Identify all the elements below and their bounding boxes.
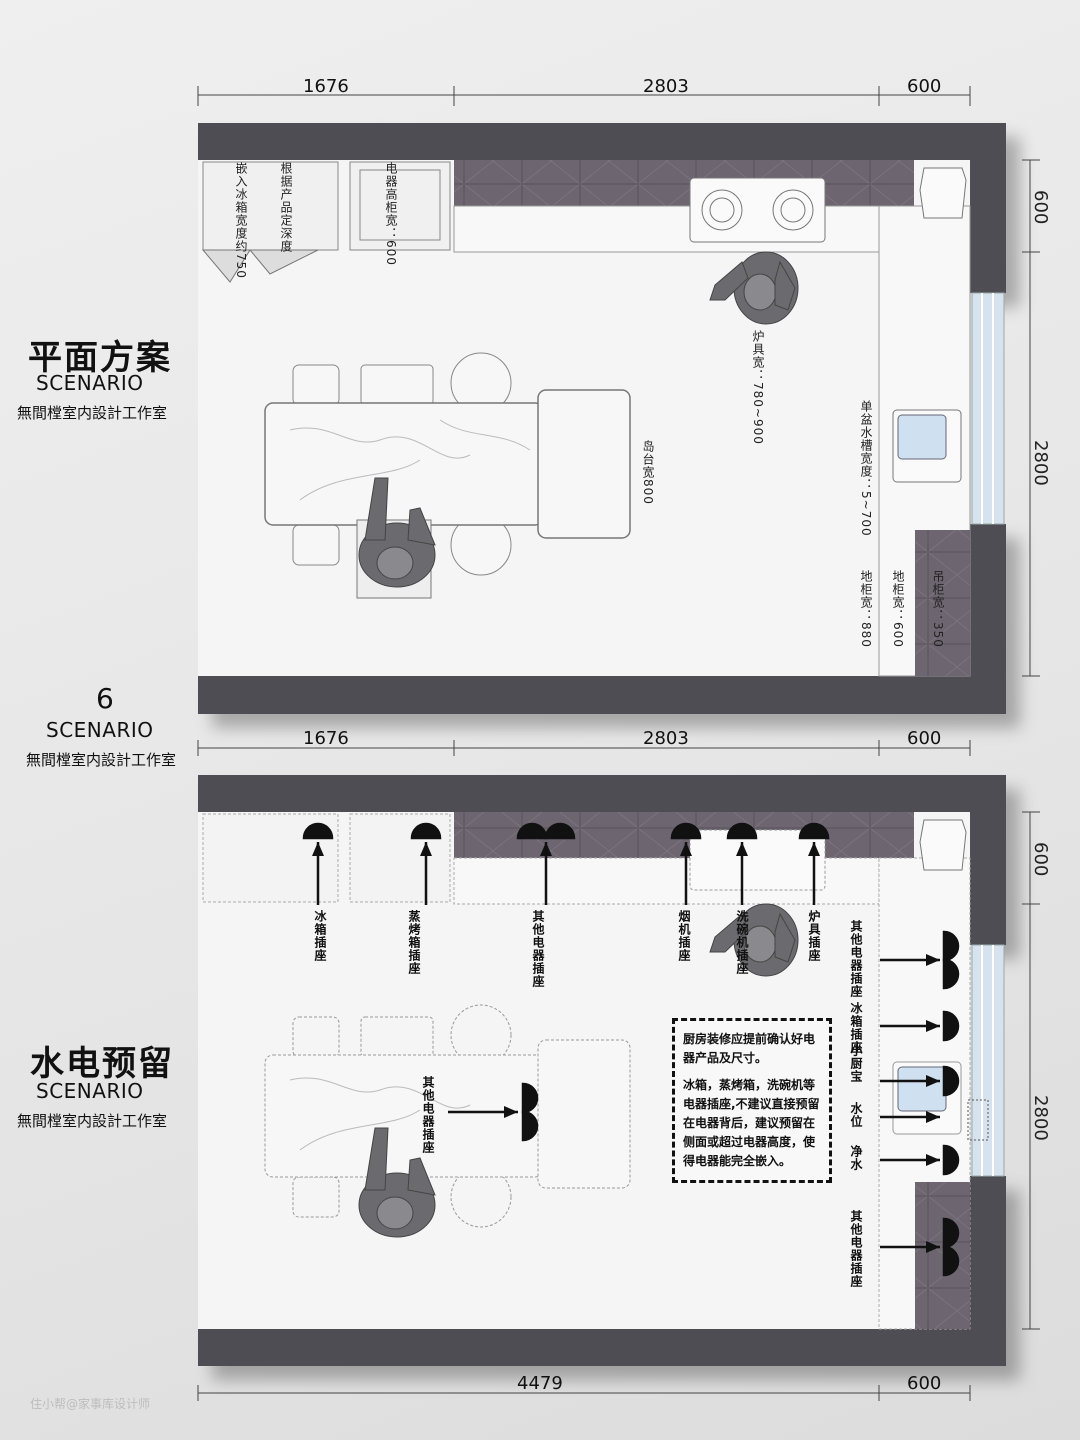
socket-label-purifier: 净水 xyxy=(849,1145,863,1171)
label-sink: 单盆水槽宽度：5~700 xyxy=(859,400,873,537)
socket-bottom-other xyxy=(880,1217,960,1277)
dim-bottom-4479: 4479 xyxy=(517,1373,563,1394)
socket-label-water: 水位 xyxy=(849,1102,863,1128)
socket-purifier xyxy=(880,1144,960,1176)
dim-bottom-right-600: 600 xyxy=(1030,842,1051,877)
dim-top-2803: 2803 xyxy=(643,76,689,97)
socket-label-fridge: 冰箱插座 xyxy=(313,910,327,962)
dim-right-600: 600 xyxy=(1030,190,1051,225)
label-floor-cab: 地柜宽：600 xyxy=(891,570,905,648)
label-tall-cabinet: 电器高柜宽：600 xyxy=(384,162,398,266)
utility-subtitle: SCENARIO xyxy=(36,1079,144,1103)
socket-label-stove: 炉具插座 xyxy=(807,910,821,962)
socket-label-other-1: 其他电器插座 xyxy=(531,910,545,988)
bottom-plan xyxy=(197,775,1040,1401)
label-island: 岛台宽800 xyxy=(641,440,655,505)
label-fridge-note: 根据产品定深度 xyxy=(279,162,293,253)
plan-subtitle: SCENARIO xyxy=(36,371,144,395)
dim-bottom-right-2800: 2800 xyxy=(1030,1095,1051,1141)
socket-label-dishwasher: 洗碗机插座 xyxy=(735,910,749,975)
dim-top-600: 600 xyxy=(907,76,942,97)
socket-label-right-other: 其他电器插座 xyxy=(849,920,863,998)
plan-studio: 無間樘室内設計工作室 xyxy=(17,404,168,422)
socket-other-1 xyxy=(516,822,576,905)
socket-label-bottom-other: 其他电器插座 xyxy=(849,1210,863,1288)
middle-studio: 無間樘室内設計工作室 xyxy=(26,751,177,769)
utility-studio: 無間樘室内設計工作室 xyxy=(17,1112,168,1130)
label-floor-cab-2: 地柜宽：880 xyxy=(859,570,873,648)
dim-bottom-600: 600 xyxy=(907,1373,942,1394)
dim-mid-2803: 2803 xyxy=(643,728,689,749)
socket-label-kitchen-treasure: 小厨宝 xyxy=(849,1044,863,1083)
middle-subtitle: SCENARIO xyxy=(46,718,154,742)
note-text-2: 冰箱，蒸烤箱，洗碗机等电器插座,不建议直接预留在电器背后，建议预留在侧面或超过电… xyxy=(683,1078,820,1168)
dim-top-1676: 1676 xyxy=(303,76,349,97)
dim-right-2800: 2800 xyxy=(1030,440,1051,486)
label-upper-cab: 吊柜宽：350 xyxy=(931,570,945,648)
plan-title: 平面方案 xyxy=(28,338,172,378)
dim-mid-600: 600 xyxy=(907,728,942,749)
middle-dim-line xyxy=(197,740,971,756)
label-fridge: 嵌入冰箱宽度约750 xyxy=(234,162,248,279)
socket-label-right-fridge: 冰箱插座 xyxy=(849,1002,863,1054)
scenario-number: 6 xyxy=(96,682,114,715)
watermark: 住小帮@家事库设计师 xyxy=(30,1397,151,1411)
socket-label-island: 其他电器插座 xyxy=(421,1076,435,1154)
dim-mid-1676: 1676 xyxy=(303,728,349,749)
socket-right-fridge xyxy=(880,1010,960,1042)
utility-title: 水电预留 xyxy=(30,1044,174,1084)
socket-label-hood: 烟机插座 xyxy=(677,910,691,962)
top-plan xyxy=(197,86,1040,714)
label-stove: 炉具宽：780~900 xyxy=(751,330,765,445)
note-text-1: 厨房装修应提前确认好电器产品及尺寸。 xyxy=(683,1032,816,1065)
socket-hood xyxy=(670,822,702,905)
note-box: 厨房装修应提前确认好电器产品及尺寸。 冰箱，蒸烤箱，洗碗机等电器插座,不建议直接… xyxy=(672,1018,832,1183)
socket-label-steam-oven: 蒸烤箱插座 xyxy=(407,910,421,975)
